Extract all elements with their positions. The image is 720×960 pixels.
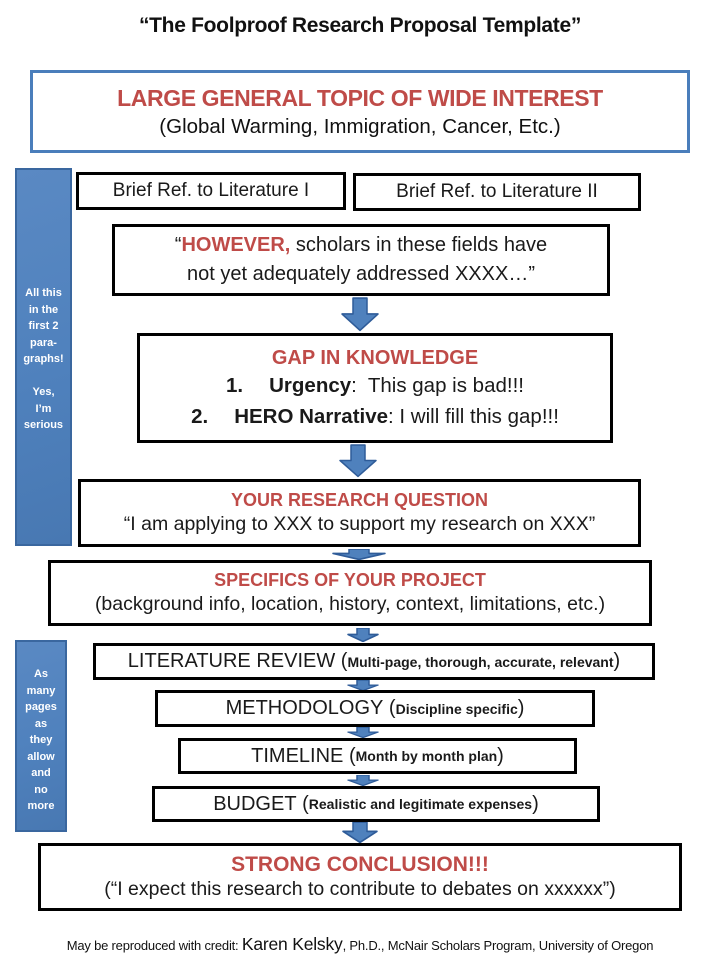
research-question-quote: “I am applying to XXX to support my rese…: [123, 513, 596, 535]
paren-close: ): [517, 697, 525, 719]
literature-review-detail: Multi-page, thorough, accurate, relevant: [347, 653, 614, 670]
specifics-title: SPECIFICS OF YOUR PROJECT: [214, 570, 486, 590]
research-question-box: YOUR RESEARCH QUESTION “I am applying to…: [78, 479, 641, 547]
down-arrow-icon: [339, 444, 377, 478]
down-arrow-icon: [347, 727, 379, 738]
page-title: “The Foolproof Research Proposal Templat…: [138, 14, 582, 37]
stage-box-literature-review: LITERATURE REVIEW (Multi-page, thorough,…: [93, 643, 655, 680]
timeline-label: TIMELINE: [251, 744, 344, 767]
paren-close: ): [613, 650, 621, 672]
paren-open: (: [343, 744, 356, 767]
gap-item-1-number: 1.: [226, 373, 244, 397]
gap-in-knowledge-box: GAP IN KNOWLEDGE 1. Urgency: This gap is …: [137, 333, 613, 443]
gap-item-2-number: 2.: [191, 404, 209, 428]
stage-box-methodology: METHODOLOGY (Discipline specific): [155, 690, 595, 727]
paren-open: (: [296, 792, 309, 815]
sidebar-note-first-paragraphs: All this in the first 2 para- graphs! Ye…: [15, 168, 72, 546]
research-question-title: YOUR RESEARCH QUESTION: [230, 490, 489, 510]
sidebar-note-page-count: As many pages as they allow and no more: [15, 640, 67, 832]
brief-ref-literature-1-label: Brief Ref. to Literature I: [112, 180, 310, 201]
methodology-label: METHODOLOGY: [225, 697, 384, 719]
gap-item-urgency: 1. Urgency: This gap is bad!!!: [226, 370, 524, 401]
paren-open: (: [383, 697, 396, 719]
gap-item-1-lead: Urgency: [269, 373, 352, 397]
credit-footer: May be reproduced with credit: Karen Kel…: [0, 934, 720, 955]
however-line-1: “HOWEVER, scholars in these fields have: [175, 231, 547, 260]
paren-open: (: [335, 650, 348, 672]
conclusion-box: STRONG CONCLUSION!!! (“I expect this res…: [38, 843, 682, 911]
brief-ref-literature-2-label: Brief Ref. to Literature II: [396, 181, 598, 202]
however-open-quote: “: [174, 234, 182, 256]
topic-box: LARGE GENERAL TOPIC OF WIDE INTEREST (Gl…: [30, 70, 690, 153]
gap-item-2-text: : I will fill this gap!!!: [388, 404, 559, 428]
topic-box-title: LARGE GENERAL TOPIC OF WIDE INTEREST: [117, 84, 603, 111]
timeline-detail: Month by month plan: [355, 748, 498, 764]
however-line-1-rest: scholars in these fields have: [290, 234, 548, 256]
gap-box-title: GAP IN KNOWLEDGE: [271, 346, 479, 369]
gap-item-hero-narrative: 2. HERO Narrative: I will fill this gap!!…: [191, 401, 559, 432]
specifics-box: SPECIFICS OF YOUR PROJECT (background in…: [48, 560, 652, 626]
down-arrow-icon: [347, 775, 379, 786]
literature-review-label: LITERATURE REVIEW: [127, 650, 336, 672]
credit-prefix: May be reproduced with credit:: [66, 938, 242, 953]
down-arrow-icon: [347, 680, 379, 691]
stage-box-timeline: TIMELINE (Month by month plan): [178, 738, 577, 774]
budget-detail: Realistic and legitimate expenses: [308, 796, 533, 812]
down-arrow-icon: [341, 297, 379, 332]
however-box: “HOWEVER, scholars in these fields have …: [112, 224, 610, 296]
brief-ref-literature-2-box: Brief Ref. to Literature II: [353, 173, 641, 211]
conclusion-quote: (“I expect this research to contribute t…: [104, 878, 616, 900]
credit-suffix: , Ph.D., McNair Scholars Program, Univer…: [342, 938, 654, 953]
specifics-detail: (background info, location, history, con…: [94, 593, 606, 615]
gap-item-1-text: : This gap is bad!!!: [351, 373, 524, 397]
budget-label: BUDGET: [213, 792, 297, 815]
stage-box-budget: BUDGET (Realistic and legitimate expense…: [152, 786, 600, 822]
topic-box-subtitle: (Global Warming, Immigration, Cancer, Et…: [159, 114, 561, 138]
credit-name: Karen Kelsky: [241, 934, 343, 954]
conclusion-title: STRONG CONCLUSION!!!: [231, 853, 489, 876]
down-arrow-icon: [342, 822, 378, 843]
down-arrow-icon: [347, 628, 379, 642]
down-arrow-icon: [332, 549, 386, 560]
however-highlight: HOWEVER,: [181, 234, 291, 256]
paren-close: ): [497, 744, 504, 767]
paren-close: ): [532, 792, 539, 815]
methodology-detail: Discipline specific: [395, 700, 518, 717]
however-line-2: not yet adequately addressed XXXX…”: [187, 263, 535, 285]
brief-ref-literature-1-box: Brief Ref. to Literature I: [76, 172, 346, 210]
gap-item-2-lead: HERO Narrative: [234, 404, 389, 428]
